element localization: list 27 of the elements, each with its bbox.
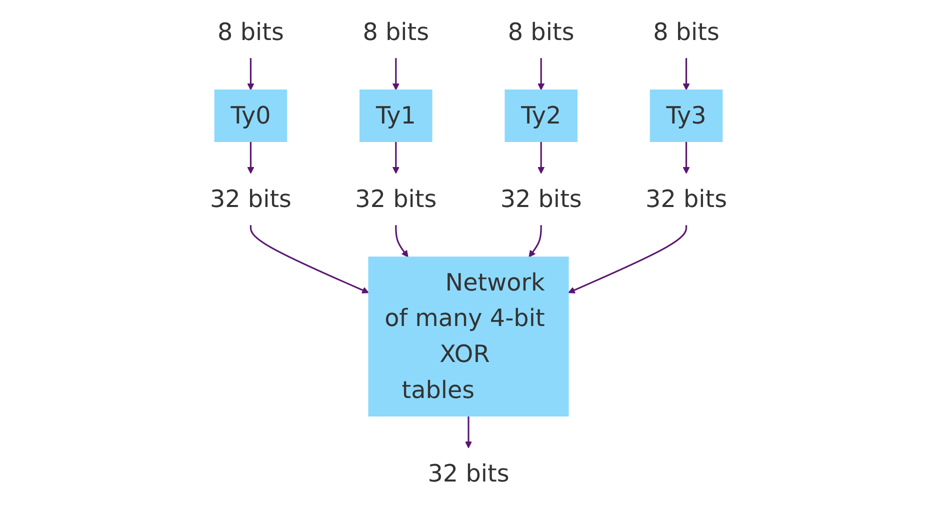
node-box: Network of many 4-bit XOR tables <box>368 256 569 416</box>
node-text: 8 bits <box>653 18 720 46</box>
node-text: 8 bits <box>218 18 284 46</box>
arrow <box>682 58 690 90</box>
arrow <box>247 58 254 90</box>
arrow <box>682 142 690 174</box>
node-text: 32 bits <box>646 185 728 214</box>
arrow <box>250 225 369 294</box>
arrow <box>395 225 408 258</box>
arrow <box>528 225 542 258</box>
arrow <box>247 142 254 174</box>
node-text: 8 bits <box>362 18 430 46</box>
node-box: Ty3 <box>650 90 723 142</box>
node-text: 32 bits <box>210 185 292 214</box>
arrow <box>465 416 472 448</box>
node-box: Ty1 <box>360 90 432 142</box>
node-text: 32 bits <box>500 185 582 214</box>
arrow <box>392 58 400 90</box>
node-text: 32 bits <box>428 460 510 488</box>
arrow <box>538 58 545 90</box>
node-text: 8 bits <box>508 18 574 46</box>
arrow <box>392 142 400 174</box>
node-box: Ty0 <box>214 90 288 142</box>
node-text: 32 bits <box>355 185 437 214</box>
arrow <box>538 142 545 174</box>
node-box: Ty2 <box>504 90 578 142</box>
arrow <box>568 225 688 294</box>
